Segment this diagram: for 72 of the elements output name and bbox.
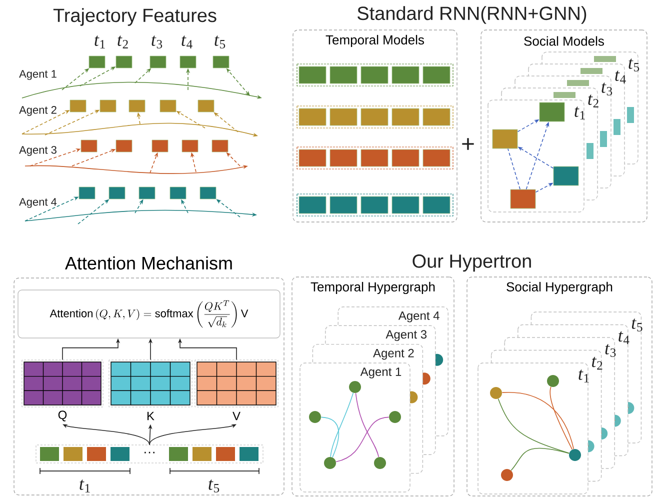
time-label: t$_{3}$	[605, 344, 616, 357]
feature-box	[182, 140, 198, 152]
feature-box	[510, 189, 536, 209]
agent-label: Agent 3	[19, 146, 56, 156]
feature-box	[80, 140, 98, 152]
agent-label: Agent 2	[373, 348, 414, 360]
feature-box	[180, 56, 196, 68]
agent-dot	[374, 457, 386, 469]
feature-box	[150, 56, 166, 68]
time-label: t$_{3}$	[152, 36, 162, 48]
agent-dot	[324, 457, 336, 469]
node-label: V	[232, 412, 240, 420]
feature-box	[152, 140, 168, 152]
feature-box	[200, 186, 216, 200]
feature-box	[78, 186, 96, 200]
agent-dot	[389, 411, 401, 423]
feature-box	[492, 129, 518, 149]
feature-box	[198, 100, 214, 112]
time-label: t$_{1}$	[574, 106, 585, 120]
agent-dot	[501, 469, 513, 481]
time-label: t$_{4}$	[618, 331, 630, 344]
section-title: Standard RNN(RNN+GNN)	[358, 6, 586, 24]
time-label: t$_{1}$	[80, 480, 90, 492]
section-title: Our Hypertron	[412, 254, 531, 272]
time-label: t$_{2}$	[592, 356, 602, 370]
formula-box: $\mathrm{Attention}\left(Q,K,V\right)=\mathrm{softmax}\left(\frac{QK^{T}}{\sqrt{d_k}}\right)\mathrm{V}$	[18, 290, 280, 338]
matrix-grid: K	[108, 360, 192, 420]
agent-label: Agent 4	[19, 198, 57, 208]
agent-label: Agent 2	[19, 106, 56, 116]
feature-box	[212, 140, 228, 152]
feature-box	[116, 56, 132, 68]
feature-box	[128, 100, 146, 112]
agent-label: Agent 3	[386, 330, 427, 342]
node-label: Q	[58, 410, 67, 422]
agent-dot	[569, 449, 581, 461]
time-label: t$_{1}$	[578, 370, 589, 382]
feature-box	[553, 166, 579, 186]
feature-box	[212, 56, 230, 68]
matrix-grid: Q	[22, 360, 104, 422]
section-title: Trajectory Features	[53, 8, 216, 26]
time-label: t$_{2}$	[118, 36, 128, 48]
feature-box	[539, 102, 565, 122]
feature-box	[138, 186, 156, 200]
time-label: t$_{4}$	[615, 70, 626, 84]
feature-box	[88, 56, 106, 68]
agent-dot	[349, 381, 361, 393]
agent-dot	[490, 387, 502, 399]
time-label: t$_{3}$	[602, 82, 612, 96]
agent-label: Agent 1	[360, 368, 402, 378]
time-label: t$_{5}$	[208, 480, 220, 492]
time-label: t$_{4}$	[182, 36, 192, 48]
model-panel: Temporal Models	[292, 30, 458, 222]
token-sequence: ···	[36, 444, 264, 464]
time-label: t$_{1}$	[94, 36, 105, 48]
feature-box	[108, 186, 126, 200]
time-label: t$_{5}$	[214, 36, 226, 48]
feature-box	[170, 186, 186, 200]
matrix-grid: V	[194, 360, 278, 420]
feature-box	[100, 100, 116, 112]
agent-dot	[547, 375, 559, 387]
feature-box	[70, 100, 86, 112]
plus-sign: +	[462, 138, 474, 150]
node-label: K	[147, 412, 154, 420]
feature-box	[116, 140, 132, 152]
agent-dot	[309, 411, 321, 423]
agent-label: Agent 4	[398, 312, 440, 322]
feature-box	[160, 100, 176, 112]
time-label: t$_{2}$	[588, 94, 598, 108]
time-label: t$_{5}$	[632, 318, 642, 332]
time-label: t$_{5}$	[628, 58, 640, 72]
node-label: Attention Mechanism	[65, 256, 232, 270]
agent-label: Agent 1	[19, 70, 56, 80]
